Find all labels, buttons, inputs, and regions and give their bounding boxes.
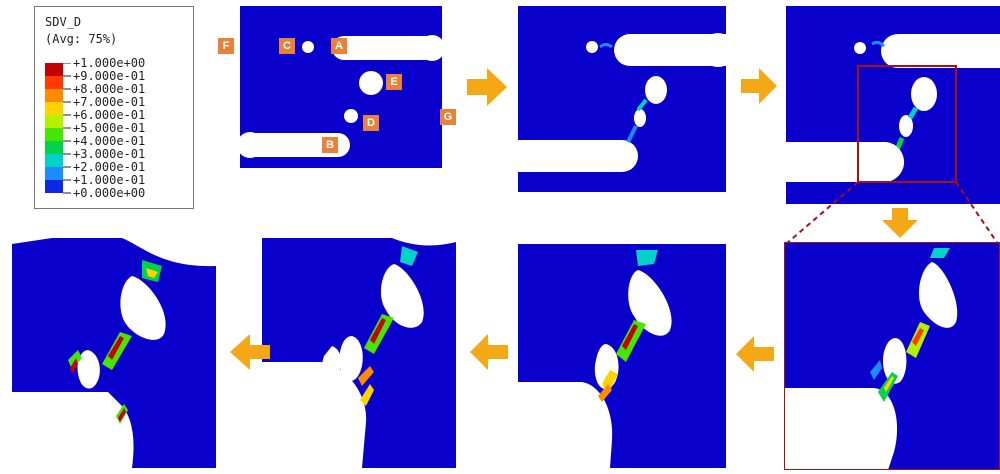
label-g: G xyxy=(440,109,456,125)
label-b: B xyxy=(322,137,338,153)
zoom-box xyxy=(857,65,957,183)
color-legend: SDV_D (Avg: 75%) +1.000e+00 +9.000e-01 +… xyxy=(34,6,194,209)
panel-stage-3 xyxy=(786,6,1000,204)
legend-tick: +1.000e-01 xyxy=(73,173,146,187)
legend-tick: +4.000e-01 xyxy=(73,134,146,148)
panel-initial-state xyxy=(240,6,442,168)
legend-tick: +0.000e+00 xyxy=(73,186,146,200)
legend-tick: +1.000e+00 xyxy=(73,56,146,70)
label-c: C xyxy=(279,38,295,54)
zoom-connector xyxy=(785,181,999,245)
legend-tick: +2.000e-01 xyxy=(73,160,146,174)
arrow-left-icon xyxy=(470,334,508,370)
arrow-down-icon xyxy=(882,208,918,238)
label-a: A xyxy=(331,38,347,54)
arrow-left-icon xyxy=(736,336,774,372)
arrow-right-icon xyxy=(467,68,507,106)
legend-title: SDV_D xyxy=(45,15,82,29)
legend-tick: +5.000e-01 xyxy=(73,121,146,135)
legend-subtitle: (Avg: 75%) xyxy=(45,32,118,46)
panel-zoomed-view xyxy=(784,242,1000,470)
legend-tick: +8.000e-01 xyxy=(73,82,146,96)
legend-tick: +7.000e-01 xyxy=(73,95,146,109)
arrow-right-icon xyxy=(741,68,777,104)
legend-tick: +3.000e-01 xyxy=(73,147,146,161)
panel-stage-2 xyxy=(518,6,726,192)
legend-tick: +9.000e-01 xyxy=(73,69,146,83)
panel-stage-6 xyxy=(262,238,456,468)
arrow-left-icon xyxy=(230,334,270,370)
legend-colorbar xyxy=(45,63,71,194)
legend-tick: +6.000e-01 xyxy=(73,108,146,122)
label-f: F xyxy=(218,38,234,54)
label-e: E xyxy=(386,74,402,90)
label-d: D xyxy=(363,115,379,131)
panel-stage-5 xyxy=(518,244,726,468)
panel-final-state xyxy=(12,238,216,468)
